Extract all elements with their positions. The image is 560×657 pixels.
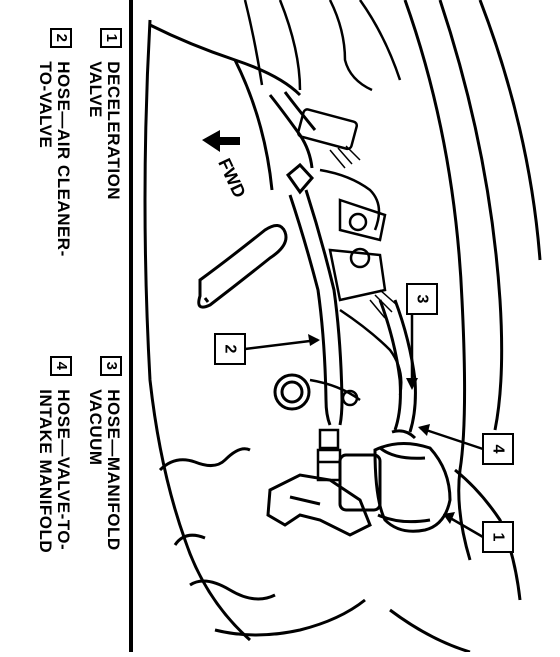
hose-manifold-vacuum bbox=[378, 299, 417, 433]
air-cleaner-snorkel bbox=[197, 224, 288, 309]
callout-label-3: 3 bbox=[414, 295, 431, 304]
callout-arrowheads bbox=[308, 334, 455, 524]
grommet bbox=[273, 373, 311, 411]
callout-label-2: 2 bbox=[222, 345, 239, 354]
hose-air-cleaner-to-valve bbox=[268, 91, 344, 426]
callout-leaders bbox=[244, 311, 484, 539]
fwd-arrow-icon bbox=[202, 130, 240, 152]
engine-shading bbox=[329, 145, 399, 319]
callout-box-4 bbox=[482, 433, 514, 465]
callout-box-3 bbox=[406, 283, 438, 315]
callout-label-1: 1 bbox=[490, 533, 507, 542]
callout-label-4: 4 bbox=[490, 445, 507, 454]
fwd-label: FWD bbox=[214, 155, 249, 201]
engine-components bbox=[243, 0, 403, 407]
fender-arcs bbox=[389, 0, 542, 654]
deceleration-valve bbox=[338, 429, 452, 533]
hose-fitting bbox=[316, 428, 342, 482]
callout-box-2 bbox=[214, 333, 246, 365]
valve-mounting-bracket bbox=[266, 473, 372, 537]
air-cleaner-housing bbox=[143, 19, 366, 642]
callout-box-1 bbox=[482, 521, 514, 553]
